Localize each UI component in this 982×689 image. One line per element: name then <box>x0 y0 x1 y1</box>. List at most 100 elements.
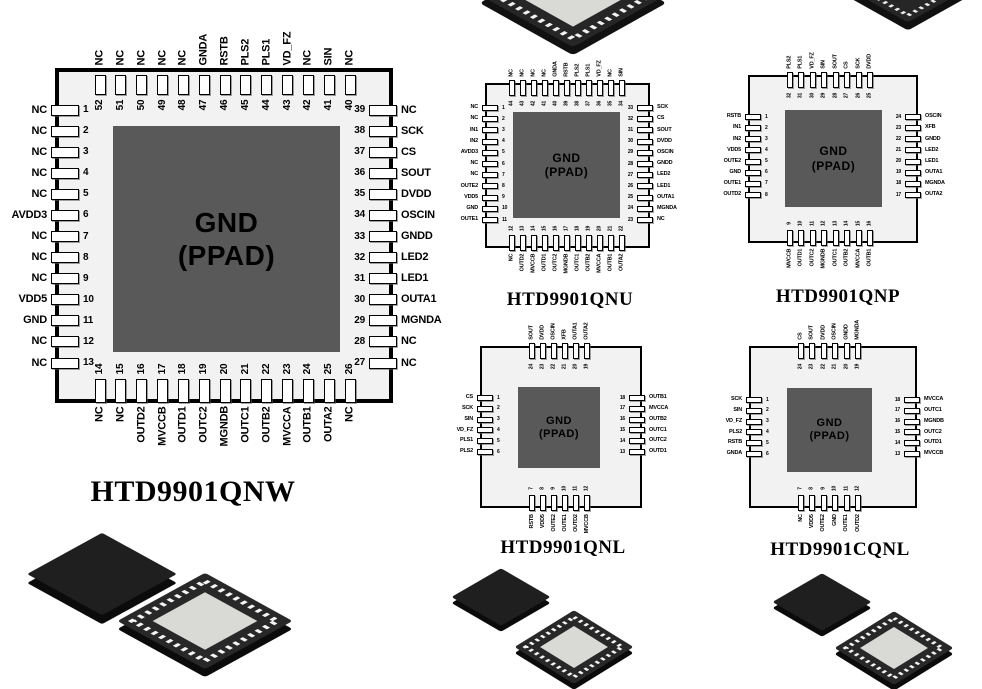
qnu-pin-5-label: AVDD3 <box>460 149 478 156</box>
cqnl-pin-21-pad <box>832 343 839 359</box>
cqnl-pin-3-pad <box>746 418 762 425</box>
qnw-pin-19-pad <box>198 379 210 403</box>
qnu-pin-27-label: LED2 <box>657 171 671 178</box>
cqnl-pin-20-number: 20 <box>843 363 850 369</box>
qnl-pin-8-label: VDD5 <box>539 514 546 528</box>
qnp-ppad: GND(PPAD) <box>785 110 882 207</box>
qnp-pin-5-pad <box>745 158 761 165</box>
qnl-pin-9-pad <box>551 495 557 511</box>
qnu-pin-4-label: IN2 <box>470 137 478 144</box>
qnw-pin-15-pad <box>115 379 127 403</box>
qnu-pin-13-pad <box>520 235 526 251</box>
qnu-pin-4-pad <box>482 138 498 145</box>
qnl-pin-1-label: CS <box>465 394 473 401</box>
qnu-ppad-line2: (PPAD) <box>544 165 589 179</box>
qnw-pin-20-number: 20 <box>219 363 230 375</box>
qnp-pin-32-label: PLS2 <box>786 56 793 69</box>
qnw-pin-31-pad <box>369 273 397 285</box>
qnw-pin-42-number: 42 <box>302 99 314 111</box>
qnp-pin-11-pad <box>809 230 816 246</box>
qnl-pin-11-label: OUTD2 <box>572 514 579 532</box>
qnu-title: HTD9901QNU <box>506 288 634 310</box>
qnp-pin-28-label: SOUT <box>831 54 838 69</box>
qnu-pin-8-pad <box>482 183 498 190</box>
qnw-pin-24-pad <box>302 379 314 403</box>
qnw-pin-6-label: AVDD3 <box>11 208 48 221</box>
qnw-title: HTD9901QNW <box>90 474 296 508</box>
qnu-pin-6-number: 6 <box>502 160 505 167</box>
qnu-pin-6-label: NC <box>470 160 478 167</box>
qnw-pin-27-pad <box>369 357 397 369</box>
qnp-pin-11-number: 11 <box>809 220 816 226</box>
qnp-pin-21-label: LED2 <box>925 146 939 153</box>
qnw-pin-13-pad <box>51 357 79 369</box>
cqnl-pin-10-number: 10 <box>831 485 838 491</box>
qnp-pin-23-label: XFB <box>925 124 936 131</box>
cqnl-pin-22-pad <box>820 343 827 359</box>
qnp-title: HTD9901QNP <box>775 285 901 307</box>
qnp-pin-14-label: OUTB2 <box>843 249 850 267</box>
qnp-pin-4-number: 4 <box>765 146 768 153</box>
qnw-pin-11-label: GND <box>23 314 47 327</box>
qnu-pin-20-number: 20 <box>596 225 603 231</box>
qnu-pin-7-number: 7 <box>502 171 505 178</box>
qnw-pin-2-number: 2 <box>83 125 89 137</box>
cqnl-pin-9-label: OUTE2 <box>820 514 827 532</box>
qnw-pin-1-number: 1 <box>83 104 89 115</box>
qnl-pin-24-label: SOUT <box>528 325 535 340</box>
qnp-pin-8-label: OUTD2 <box>723 191 741 198</box>
qnp-pin-24-pad <box>905 114 921 120</box>
cqnl-pin-14-number: 14 <box>894 439 900 446</box>
qnu-pin-14-pad <box>531 235 537 251</box>
qnp-pin-31-pad <box>798 72 805 88</box>
qnp-pin-22-label: GNDD <box>925 135 941 142</box>
qnu-pin-43-label: NC <box>519 69 526 77</box>
qnl-title: HTD9901QNL <box>500 536 626 558</box>
cqnl-pin-7-label: NC <box>797 514 804 522</box>
qnw-pin-21-label: OUTC1 <box>239 406 252 443</box>
qnp-ppad-line2: (PPAD) <box>811 158 856 173</box>
qnu-pin-32-pad <box>637 116 653 123</box>
qnu-ppad-line1: GND <box>552 150 581 165</box>
qnw-pin-35-number: 35 <box>354 188 365 200</box>
qnl-pin-16-number: 16 <box>619 416 625 423</box>
qnp-pin-9-pad <box>787 230 793 246</box>
qnw-pin-39-number: 39 <box>354 104 365 115</box>
qnu-pin-38-pad <box>575 80 581 96</box>
qnl-pin-12-number: 12 <box>583 485 590 491</box>
qnp-pin-27-number: 27 <box>843 92 850 98</box>
qnl-pin-1-number: 1 <box>497 394 500 401</box>
qnp-pin-16-pad <box>867 230 873 246</box>
qnw-pin-44-pad <box>261 75 273 95</box>
cqnl-pin-22-label: DVDD <box>820 325 827 340</box>
qnl-pin-13-pad <box>629 449 645 455</box>
qnl-pin-8-pad <box>540 495 546 511</box>
cqnl-pin-12-number: 12 <box>854 485 861 491</box>
qnu-pin-17-number: 17 <box>563 225 570 231</box>
qnl-pin-9-label: OUTE2 <box>550 514 557 532</box>
qnl-pin-4-pad <box>477 427 493 434</box>
qnw-pin-45-number: 45 <box>239 99 251 111</box>
qnp-pin-15-label: MVCCA <box>854 249 861 269</box>
cqnl-pin-10-pad <box>832 495 839 511</box>
qnw-pin-41-pad <box>323 75 335 95</box>
qnu-pin-34-pad <box>619 80 625 96</box>
package-bottom-view <box>481 0 665 55</box>
qnw-pin-2-label: NC <box>31 124 48 137</box>
qnw-pin-8-number: 8 <box>83 251 89 263</box>
qnl-pin-17-pad <box>629 405 645 412</box>
qnu-pin-10-number: 10 <box>502 205 508 212</box>
qnp-pin-10-number: 10 <box>797 220 804 226</box>
cqnl-pin-24-label: CS <box>797 332 804 340</box>
cqnl-pin-9-number: 9 <box>820 486 827 490</box>
qnw-pin-50-pad <box>136 75 148 95</box>
qnw-pin-15-number: 15 <box>114 363 126 375</box>
qnw-pin-30-number: 30 <box>354 293 365 305</box>
qnp-pin-19-pad <box>905 169 921 176</box>
qnl-pin-7-label: RSTB <box>528 514 535 529</box>
qnl-pin-4-label: VD_FZ <box>456 426 474 433</box>
qnw-pin-19-label: OUTC2 <box>197 406 210 443</box>
qnu-pin-28-number: 28 <box>627 160 633 167</box>
qnw-package-photos <box>28 533 292 677</box>
qnp-pin-2-pad <box>745 125 761 132</box>
